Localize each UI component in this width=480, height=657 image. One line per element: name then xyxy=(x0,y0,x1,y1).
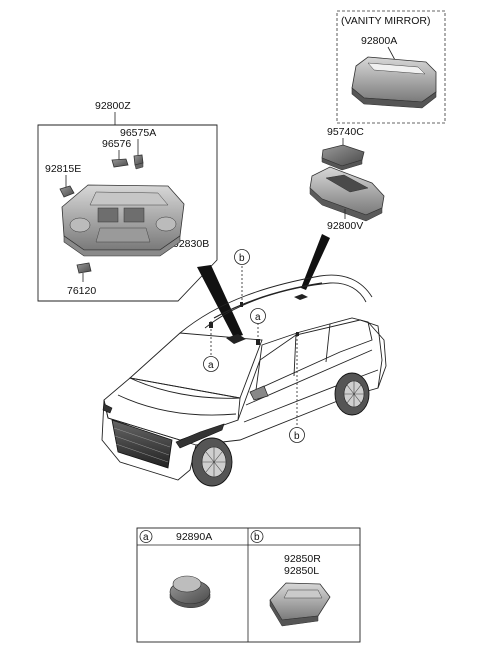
legend-key-b xyxy=(250,530,264,543)
car-rear-wheel xyxy=(334,372,370,416)
svg-text:b: b xyxy=(294,431,300,442)
label-92830B: 92830B xyxy=(173,238,209,250)
car-callouts: b a a b xyxy=(203,249,305,443)
vanity-lamp-part xyxy=(351,56,437,109)
callout-a-windshield xyxy=(203,356,219,372)
svg-text:b: b xyxy=(254,532,260,543)
room-lamp-part xyxy=(309,166,385,222)
car-headlight xyxy=(175,423,225,449)
car-side-body xyxy=(195,319,383,446)
legend-part-92850L: 92850L xyxy=(284,565,319,577)
overhead-console-group: 92800Z 96575A 96576 92815E 92830B 76120 xyxy=(37,100,218,302)
svg-text:a: a xyxy=(255,312,261,323)
label-95740C: 95740C xyxy=(327,126,364,138)
svg-text:a: a xyxy=(143,532,149,543)
leader-92800A xyxy=(387,46,396,61)
car-overhead-lamp-marker xyxy=(226,334,246,344)
room-lamp-group: 95740C 92800V xyxy=(309,126,385,232)
label-92800V: 92800V xyxy=(327,220,363,232)
part-76120-retainer xyxy=(76,262,92,274)
car-side-windows xyxy=(255,317,373,391)
label-76120: 76120 xyxy=(67,285,96,297)
vanity-mirror-title: (VANITY MIRROR) xyxy=(341,15,430,27)
pointer-overhead-console xyxy=(197,265,243,338)
legend-key-a xyxy=(139,530,153,543)
car-room-lamp-marker xyxy=(294,294,308,300)
part-95740C-bracket xyxy=(321,144,365,171)
overhead-console-frame xyxy=(37,124,218,302)
callout-b-door xyxy=(289,427,305,443)
callout-a-roof xyxy=(250,308,266,324)
vanity-mirror-group: (VANITY MIRROR) 92800A xyxy=(336,10,446,124)
label-96576: 96576 xyxy=(102,138,131,150)
pointer-room-lamp xyxy=(301,234,330,290)
map-lamp-92890A-part xyxy=(169,575,211,608)
label-92800Z: 92800Z xyxy=(95,100,131,112)
label-92815E: 92815E xyxy=(45,163,81,175)
car-front-wheel xyxy=(191,437,233,487)
part-96576-connector xyxy=(111,158,129,168)
car-side-mirror xyxy=(249,385,269,401)
legend-part-92850R: 92850R xyxy=(284,553,321,565)
part-92815E-clip xyxy=(59,185,75,198)
legend-table-frame xyxy=(136,527,361,643)
label-92800A: 92800A xyxy=(361,35,397,47)
car-grille xyxy=(111,419,173,469)
car-illustration xyxy=(101,274,387,487)
overhead-console-part xyxy=(61,184,185,257)
callout-b-roof xyxy=(234,249,250,265)
legend-part-92890A: 92890A xyxy=(176,531,212,543)
svg-text:b: b xyxy=(239,253,245,264)
lamp-92850-part xyxy=(269,582,331,627)
car-windshield xyxy=(129,332,263,399)
svg-text:a: a xyxy=(208,360,214,371)
label-96575A: 96575A xyxy=(120,127,156,139)
car-front-fascia xyxy=(101,399,197,481)
legend-table: a 92890A b 92850R 92850L xyxy=(136,527,361,643)
part-96575A-switch xyxy=(133,154,144,170)
car-roof-outline xyxy=(179,274,373,334)
